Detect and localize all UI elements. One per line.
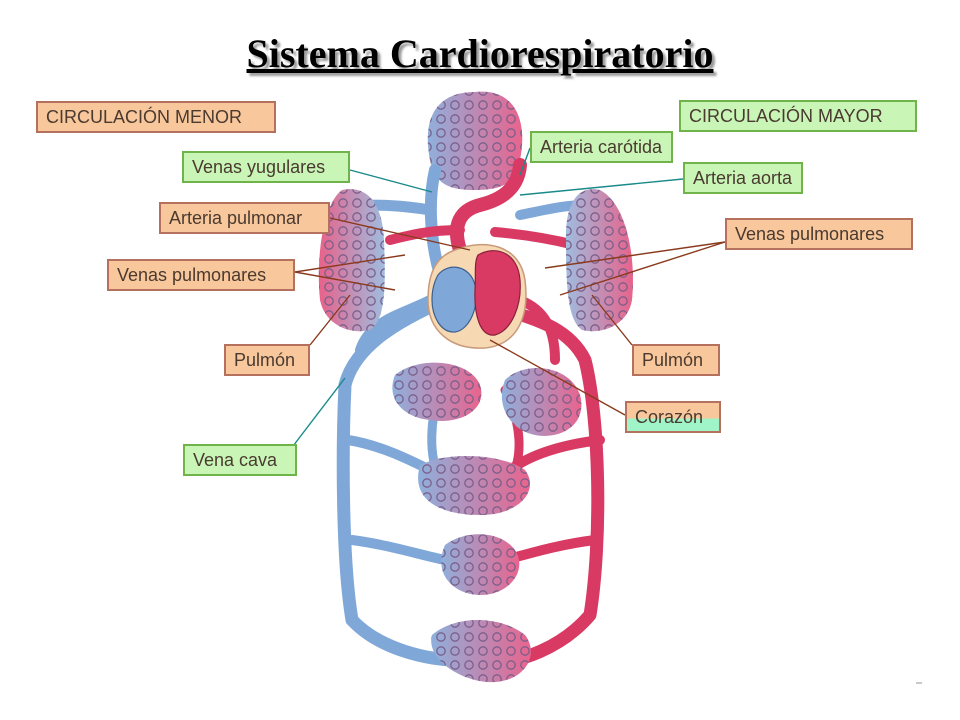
leader-venas-yugulares <box>349 169 433 193</box>
heart <box>427 243 527 349</box>
label-pulmon-left: Pulmón <box>224 344 310 376</box>
label-venas-pulmonares-right: Venas pulmonares <box>725 218 913 250</box>
lung-left <box>318 189 385 332</box>
label-arteria-aorta: Arteria aorta <box>683 162 803 194</box>
label-corazon: Corazón <box>625 401 721 433</box>
label-venas-pulmonares-left: Venas pulmonares <box>107 259 295 291</box>
leader-venas-pulmonares-left-a <box>294 254 406 273</box>
label-arteria-carotida: Arteria carótida <box>530 131 673 163</box>
label-circulacion-menor: CIRCULACIÓN MENOR <box>36 101 276 133</box>
leader-arteria-carotida <box>519 147 531 176</box>
leader-venas-pulmonares-right-b <box>559 241 726 296</box>
label-circulacion-mayor: CIRCULACIÓN MAYOR <box>679 100 917 132</box>
head-capillaries <box>427 91 523 190</box>
leader-vena-cava <box>289 377 346 451</box>
leader-arteria-pulmonar <box>329 217 471 251</box>
leader-lines <box>289 147 726 451</box>
leader-pulmon-right <box>591 294 633 346</box>
label-arteria-pulmonar: Arteria pulmonar <box>159 202 330 234</box>
leader-venas-pulmonares-left-b <box>294 271 396 291</box>
organ-capillaries <box>392 362 582 683</box>
page-title: Sistema Cardiorespiratorio <box>246 31 714 76</box>
label-pulmon-right: Pulmón <box>632 344 720 376</box>
leader-venas-pulmonares-right-a <box>544 241 726 269</box>
leader-pulmon-left <box>309 294 351 346</box>
leader-arteria-aorta <box>519 178 684 196</box>
corner-mark <box>916 682 922 684</box>
leader-corazon <box>489 339 626 416</box>
label-venas-yugulares: Venas yugulares <box>182 151 350 183</box>
label-vena-cava: Vena cava <box>183 444 297 476</box>
